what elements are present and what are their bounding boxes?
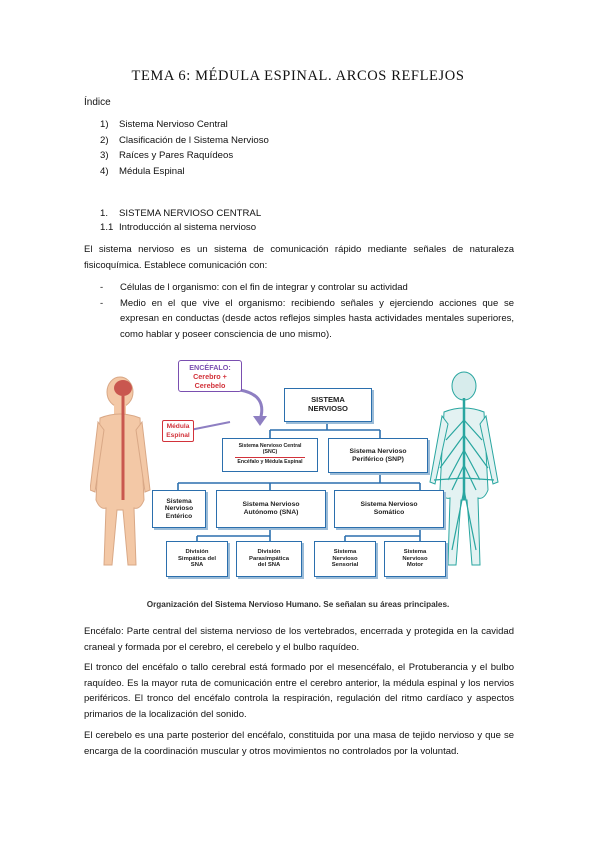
index-heading: Índice — [84, 97, 111, 108]
box-sna: Sistema Nervioso Autónomo (SNA) — [216, 490, 326, 528]
box-somatico: Sistema Nervioso Somático — [334, 490, 444, 528]
bullet-text: Medio en el que vive el organismo: recib… — [120, 297, 514, 340]
box-line: Sistema — [333, 548, 357, 555]
bullet-list: - Células de l organismo: con el fin de i… — [100, 280, 514, 342]
box-line: Simpática del — [178, 555, 216, 562]
box-line: (SNC) — [262, 448, 278, 455]
box-line: Sistema — [403, 548, 427, 555]
index-item-text: Clasificación de l Sistema Nervioso — [119, 134, 269, 146]
box-line: Somático — [373, 509, 405, 516]
paragraph-encefalo: Encéfalo: Parte central del sistema nerv… — [84, 626, 514, 653]
encefalo-sub: Cerebro + — [193, 372, 227, 381]
encefalo-title: ENCÉFALO: — [189, 363, 231, 372]
box-sistema-nervioso: SISTEMA NERVIOSO — [284, 388, 372, 422]
box-line: Entérico — [165, 512, 193, 520]
paragraph-tronco: El tronco del encéfalo o tallo cerebral … — [84, 662, 514, 720]
page-title: TEMA 6: MÉDULA ESPINAL. ARCOS REFLEJOS — [131, 68, 465, 84]
index-item-text: Médula Espinal — [119, 165, 185, 177]
box-line: Nervioso — [164, 505, 194, 513]
box-simpatica: División Simpática del SNA — [166, 541, 228, 577]
paragraph-cerebelo: El cerebelo es una parte posterior del e… — [84, 730, 514, 757]
box-line: Sistema — [166, 497, 192, 505]
intro-paragraph: El sistema nervioso es un sistema de com… — [84, 244, 514, 271]
encefalo-label: ENCÉFALO: Cerebro + Cerebelo — [178, 360, 242, 392]
box-line: SNA — [190, 562, 204, 569]
box-line: Encéfalo y Médula Espinal — [237, 459, 303, 466]
box-line: Periférico (SNP) — [352, 455, 404, 463]
bullet-item: - Células de l organismo: con el fin de i… — [100, 280, 514, 296]
index-item: 3) Raíces y Pares Raquídeos — [100, 148, 269, 164]
section-heading: 1. SISTEMA NERVIOSO CENTRAL — [100, 208, 261, 219]
index-item: 1) Sistema Nervioso Central — [100, 117, 269, 133]
medula-label: Médula Espinal — [162, 420, 194, 442]
medula-label-line: Médula — [166, 423, 190, 430]
section-number: 1. — [100, 208, 109, 219]
figure-illustration — [90, 371, 499, 566]
index-item-text: Sistema Nervioso Central — [119, 119, 228, 130]
index-list: 1) Sistema Nervioso Central 2) Clasificaci… — [100, 117, 269, 179]
box-line: Sensorial — [331, 562, 359, 569]
box-line: NERVIOSO — [308, 404, 348, 413]
subsection-title: Introducción al sistema nervioso — [119, 222, 257, 233]
box-sensorial: Sistema Nervioso Sensorial — [314, 541, 376, 577]
medula-label-line: Espinal — [166, 431, 190, 439]
index-item-number: 1) — [100, 119, 109, 130]
box-motor: Sistema Nervioso Motor — [384, 541, 446, 577]
figure-caption: Organización del Sistema Nervioso Humano… — [146, 600, 450, 609]
box-snp: Sistema Nervioso Periférico (SNP) — [328, 438, 428, 473]
index-item: 4) Médula Espinal — [100, 164, 269, 180]
box-line: Nervioso — [332, 555, 358, 562]
subsection-heading: 1.1 Introducción al sistema nervioso — [100, 222, 256, 233]
index-item: 2) Clasificación de l Sistema Nervioso — [100, 133, 269, 149]
bullet-marker: - — [100, 282, 104, 293]
index-item-text: Raíces y Pares Raquídeos — [119, 150, 234, 161]
encefalo-sub: Cerebelo — [194, 381, 226, 390]
box-snc: Sistema Nervioso Central (SNC) Encéfalo … — [222, 438, 318, 472]
box-line: División — [257, 548, 281, 555]
section-title: SISTEMA NERVIOSO CENTRAL — [119, 208, 262, 219]
box-parasimpatica: División Parasimpática del SNA — [236, 541, 302, 577]
snc-divider — [235, 457, 305, 459]
human-right-illustration — [429, 371, 499, 566]
bullet-text: Células de l organismo: con el fin de in… — [120, 282, 408, 293]
box-line: Motor — [406, 562, 424, 569]
box-line: División — [185, 548, 209, 555]
index-item-number: 3) — [100, 150, 109, 161]
box-line: Autónomo (SNA) — [243, 509, 299, 516]
box-line: Sistema Nervioso — [349, 447, 407, 455]
index-item-number: 4) — [100, 165, 109, 177]
index-item-number: 2) — [100, 134, 109, 146]
subsection-number: 1.1 — [100, 222, 114, 233]
human-left-illustration — [90, 376, 151, 566]
box-line: Nervioso — [402, 555, 428, 562]
box-line: del SNA — [257, 562, 281, 569]
nervous-system-figure: ENCÉFALO: Cerebro + Cerebelo Médula Espi… — [90, 350, 506, 618]
box-line: SISTEMA — [311, 395, 345, 405]
bullet-item: - Medio en el que vive el organismo: reci… — [100, 296, 514, 343]
box-line: Sistema Nervioso Central — [238, 442, 302, 449]
box-line: Sistema Nervioso — [242, 501, 300, 509]
box-line: Parasimpática — [249, 555, 289, 562]
box-enterico: Sistema Nervioso Entérico — [152, 490, 206, 528]
box-line: Sistema Nervioso — [360, 501, 418, 509]
bullet-marker: - — [100, 297, 104, 309]
